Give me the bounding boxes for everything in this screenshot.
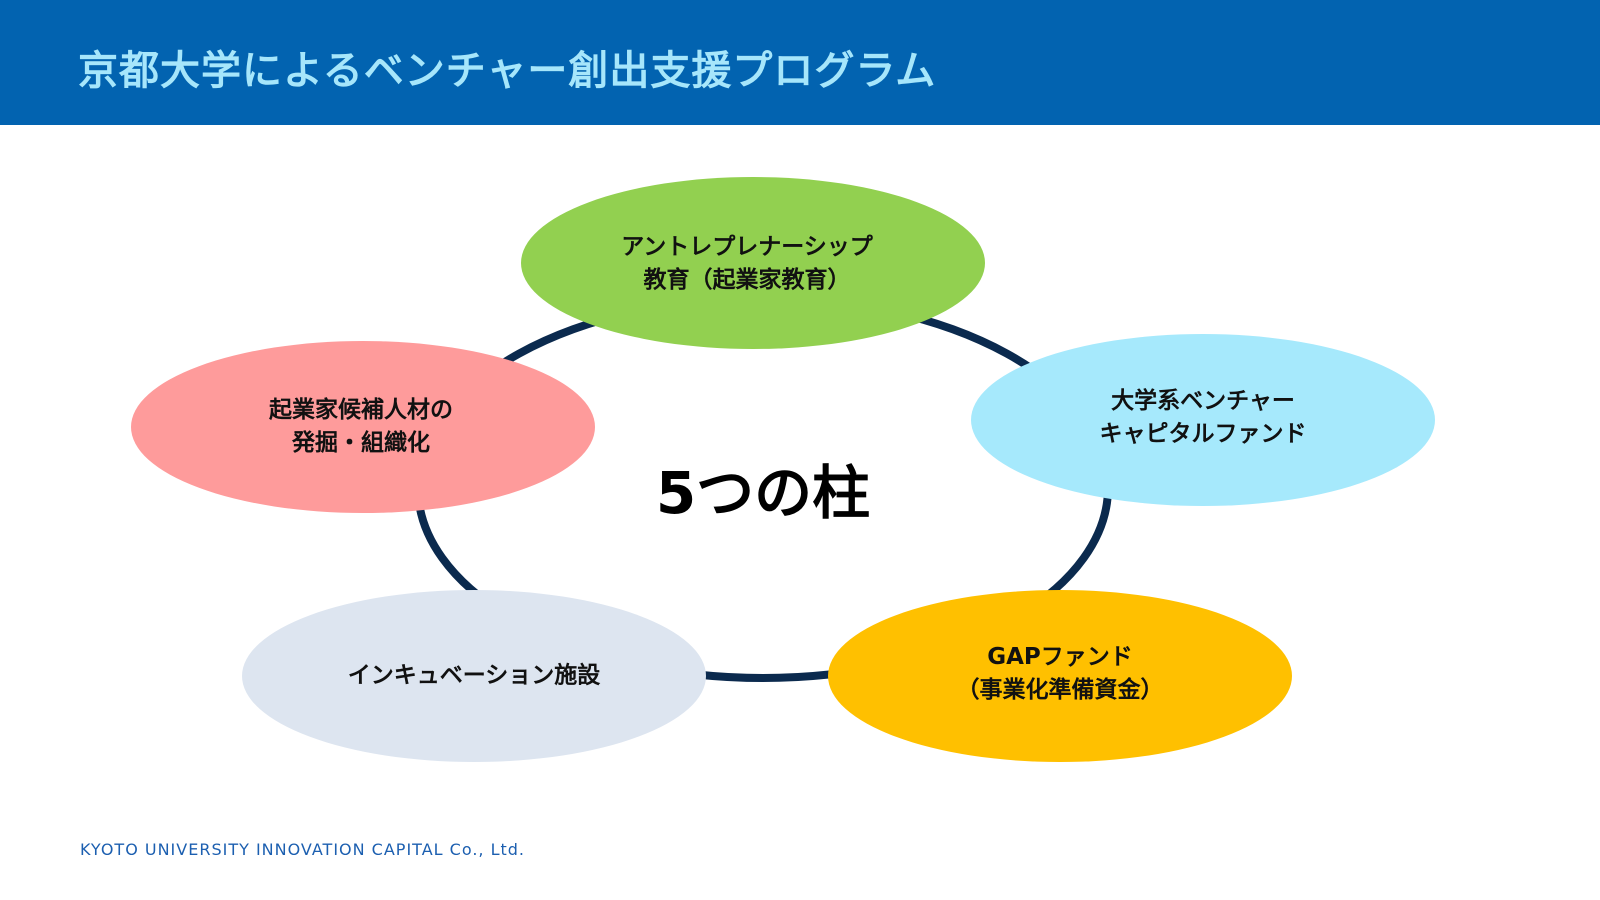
footer-company-name: KYOTO UNIVERSITY INNOVATION CAPITAL Co.,… xyxy=(80,840,526,859)
pillar-label-incubation: インキュベーション施設 xyxy=(348,660,601,693)
pillar-label-entrepreneurship: アントレプレナーシップ 教育（起業家教育） xyxy=(621,231,873,297)
pillar-label-line2: 発掘・組織化 xyxy=(292,430,430,456)
pillar-ellipse-incubation xyxy=(242,590,706,762)
pillar-label-gap-fund: GAPファンド （事業化準備資金） xyxy=(957,641,1164,707)
pillar-label-line1: 起業家候補人材の xyxy=(269,397,453,423)
pillar-label-line2: （事業化準備資金） xyxy=(956,677,1164,703)
pillar-label-talent: 起業家候補人材の 発掘・組織化 xyxy=(269,394,453,460)
center-label: 5つの柱 xyxy=(655,459,871,527)
pillar-label-line1: GAPファンド xyxy=(987,644,1133,670)
pillar-label-line2: 教育（起業家教育） xyxy=(643,267,851,293)
pillar-ellipse-gap-fund xyxy=(828,590,1292,762)
pillar-label-line2: キャピタルファンド xyxy=(1099,421,1307,447)
pillar-ellipse-talent xyxy=(131,341,595,513)
page-title: 京都大学によるベンチャー創出支援プログラム xyxy=(78,48,937,94)
pillar-label-line1: アントレプレナーシップ xyxy=(621,234,873,260)
pillar-label-vc-fund: 大学系ベンチャー キャピタルファンド xyxy=(1100,385,1307,451)
header-bar: 京都大学によるベンチャー創出支援プログラム xyxy=(0,0,1600,125)
pillar-ellipse-entrepreneurship xyxy=(521,177,985,349)
pillar-ellipse-vc-fund xyxy=(971,334,1435,506)
pillar-label-line1: インキュベーション施設 xyxy=(347,662,601,689)
pillar-label-line1: 大学系ベンチャー xyxy=(1111,388,1295,414)
